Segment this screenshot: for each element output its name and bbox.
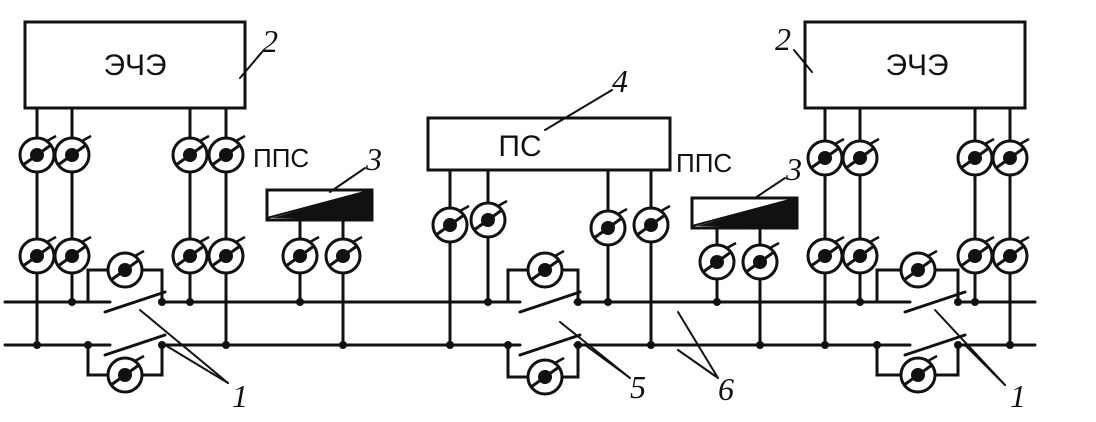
disconnector-icon: [991, 137, 1031, 177]
disconnector-icon: [171, 134, 211, 174]
disconnector-icon: [698, 241, 738, 281]
disconnector-icon: [207, 134, 247, 174]
disconnector-icon: [53, 235, 93, 275]
disconnector-icon: [106, 354, 146, 394]
ref-number-5: 5: [630, 369, 646, 405]
ps-label: ПС: [498, 130, 541, 163]
disconnector-icon: [53, 134, 93, 174]
ece-box-right: ЭЧЭ: [803, 20, 1027, 110]
ref-number-2-left: 2: [262, 23, 278, 59]
pps-block-right: ППС: [676, 148, 799, 230]
reference-numbers: 2 2 4 3 3 1 5 6 1: [232, 21, 1026, 414]
ece-box-left: ЭЧЭ: [23, 20, 247, 110]
disconnector-icon: [207, 235, 247, 275]
ref-number-1-right: 1: [1010, 378, 1026, 414]
disconnector-icon: [956, 235, 996, 275]
disconnector-icon: [106, 249, 146, 289]
disconnector-icon: [991, 235, 1031, 275]
disconnector-icon: [526, 249, 566, 289]
pps-right-label: ППС: [676, 148, 732, 178]
disconnector-icon: [806, 137, 846, 177]
disconnector-icon: [171, 235, 211, 275]
ref-number-2-right: 2: [775, 21, 791, 57]
ref-number-3-right: 3: [785, 151, 802, 187]
ece-left-label: ЭЧЭ: [103, 49, 166, 82]
disconnector-icon: [841, 137, 881, 177]
disconnector-icon: [899, 249, 939, 289]
disconnector-icon: [18, 134, 58, 174]
bypass-loops: [86, 268, 960, 379]
disconnector-icon: [899, 354, 939, 394]
disconnector-icon: [431, 204, 471, 244]
leader-lines: [139, 49, 1006, 386]
disconnector-icon: [469, 199, 509, 239]
disconnector-icon: [18, 235, 58, 275]
disconnector-icon: [526, 356, 566, 396]
ref-number-1-left: 1: [232, 378, 248, 414]
pps-block-left: ППС: [253, 143, 374, 222]
ref-number-3-left: 3: [365, 141, 382, 177]
disconnector-icon: [841, 235, 881, 275]
disconnector-icon: [741, 241, 781, 281]
disconnector-icon: [324, 235, 364, 275]
ece-right-label: ЭЧЭ: [885, 49, 948, 82]
disconnector-icon: [632, 204, 672, 244]
pps-left-label: ППС: [253, 143, 309, 173]
section-switches: [103, 290, 967, 357]
disconnector-icon: [806, 235, 846, 275]
junction-dots: [33, 298, 1014, 349]
disconnector-icon: [281, 235, 321, 275]
disconnector-icon: [589, 207, 629, 247]
ref-number-4: 4: [612, 63, 628, 99]
ps-box: ПС: [426, 116, 672, 172]
ref-number-6: 6: [718, 371, 734, 407]
disconnector-icon: [956, 137, 996, 177]
